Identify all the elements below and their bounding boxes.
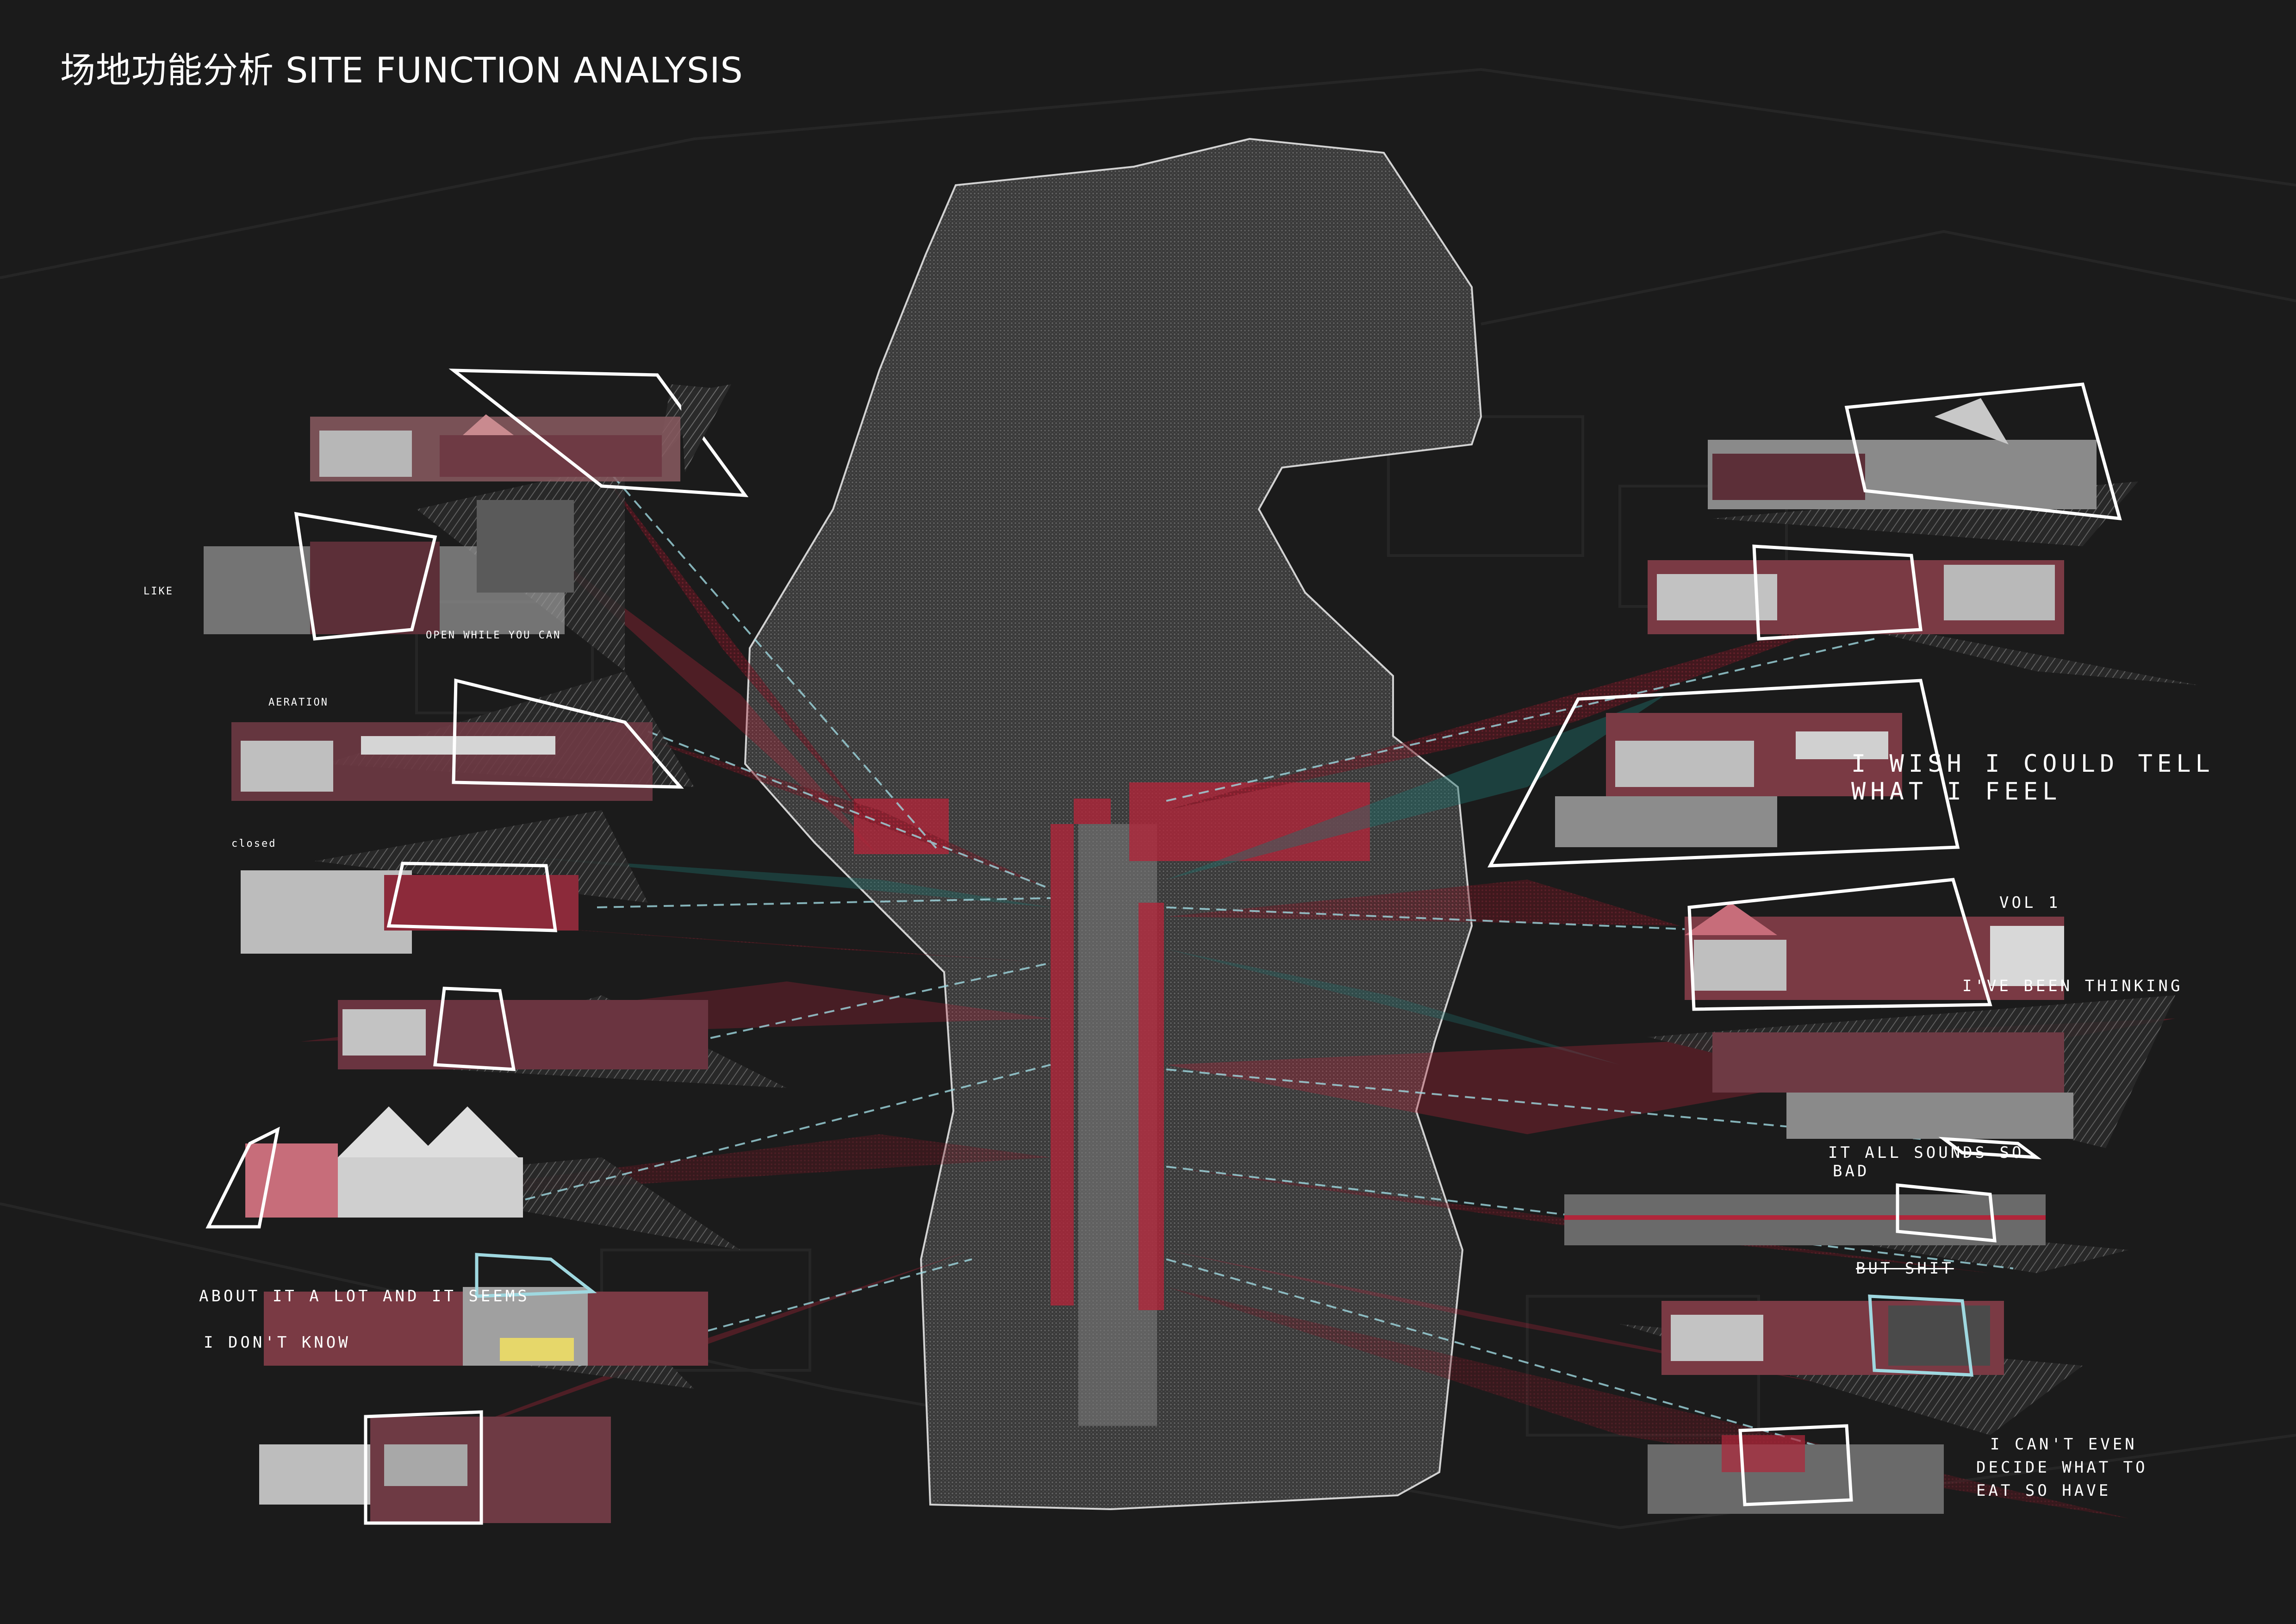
annotation-what-i-feel: WHAT I FEEL <box>1851 778 2062 806</box>
storefront-panel-15 <box>1661 1294 2004 1377</box>
storefront-panel-11 <box>1487 679 1960 868</box>
annotation-like: LIKE <box>143 586 174 597</box>
page-title: 场地功能分析 SITE FUNCTION ANALYSIS <box>60 50 743 91</box>
left-photo-panels <box>204 369 749 1525</box>
annotation-it-all-sounds-so: IT ALL SOUNDS SO <box>1828 1143 2024 1162</box>
storefront-panel-3 <box>231 678 684 801</box>
site-function-zones <box>854 782 1370 1310</box>
annotation-bad: BAD <box>1833 1162 1870 1181</box>
annotation-vol: VOL 1 <box>1999 893 2061 912</box>
storefront-panel-4 <box>241 862 579 954</box>
annotation-i-wish-i-could-tell: I WISH I COULD TELL <box>1851 750 2215 778</box>
annotation-open-while-you-can: OPEN WHILE YOU CAN <box>426 630 561 641</box>
zone-strip-right <box>1139 903 1164 1310</box>
storefront-panel-14 <box>1564 1183 2046 1245</box>
annotation-closed: closed <box>231 838 277 849</box>
storefront-panel-13 <box>1712 1032 2073 1160</box>
annotation-decide-what-to: DECIDE WHAT TO <box>1976 1458 2148 1477</box>
right-photo-panels <box>1487 382 2122 1514</box>
annotation-ive-been-thinking: I'VE BEEN THINKING <box>1962 977 2183 995</box>
storefront-panel-7 <box>264 1253 708 1366</box>
annotation-about-it-a-lot: ABOUT IT A LOT AND IT SEEMS <box>199 1287 530 1305</box>
storefront-panel-16 <box>1648 1424 1944 1514</box>
annotation-but-shit: BUT SHIT <box>1856 1259 1954 1278</box>
annotation-i-dont-know: I DON'T KNOW <box>204 1333 351 1352</box>
storefront-panel-9 <box>1708 382 2122 521</box>
zone-upper-right <box>1129 782 1370 861</box>
annotation-i-cant-even: I CAN'T EVEN <box>1990 1435 2137 1454</box>
zone-strip-left <box>1051 824 1074 1305</box>
storefront-panel-2 <box>204 500 574 641</box>
storefront-panel-6 <box>205 1106 523 1229</box>
storefront-panel-1 <box>310 369 749 497</box>
storefront-panel-10 <box>1648 544 2064 641</box>
storefront-panel-5 <box>338 987 708 1071</box>
storefront-panel-8 <box>259 1410 611 1525</box>
annotation-aeration: AERATION <box>268 697 329 708</box>
zone-upper-center <box>1074 799 1111 824</box>
storefront-panel-12 <box>1685 878 2064 1011</box>
annotation-eat-so-have: EAT SO HAVE <box>1976 1481 2111 1500</box>
